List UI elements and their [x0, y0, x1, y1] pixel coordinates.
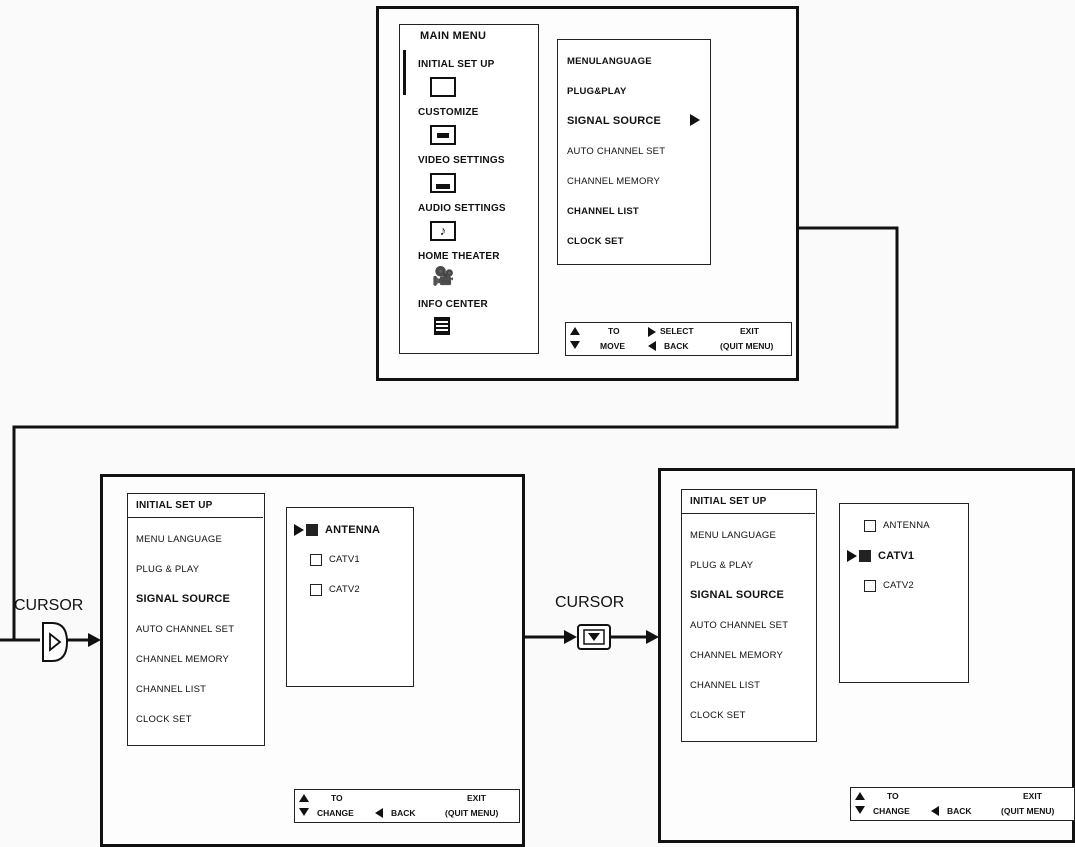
option-catv2-a[interactable]: CATV2	[329, 584, 360, 595]
hint-quit-menu-a: (QUIT MENU)	[445, 808, 499, 818]
signal-options-panel-b: ANTENNA CATV1 CATV2	[839, 503, 969, 683]
option-antenna-a[interactable]: ANTENNA	[325, 524, 381, 536]
menu-item-customize[interactable]: CUSTOMIZE	[418, 107, 479, 118]
submenu-item-plug-play[interactable]: PLUG&PLAY	[567, 86, 627, 97]
submenu-item-channel-list[interactable]: CHANNEL LIST	[567, 206, 639, 217]
checkbox-catv2-b[interactable]	[864, 580, 876, 592]
panel-title-a: INITIAL SET UP	[128, 494, 263, 518]
scroll-indicator[interactable]	[403, 50, 406, 95]
down-arrow-icon	[299, 808, 309, 816]
item-signal-source-b[interactable]: SIGNAL SOURCE	[690, 589, 785, 601]
back-arrow-icon	[648, 341, 656, 351]
hint-back: BACK	[664, 341, 689, 351]
up-down-arrow-icon	[570, 327, 580, 335]
item-plug-play-a[interactable]: PLUG & PLAY	[136, 564, 200, 575]
checkbox-catv2-a[interactable]	[310, 584, 322, 596]
signal-source-screen-antenna: INITIAL SET UP MENU LANGUAGE PLUG & PLAY…	[100, 474, 525, 847]
camera-icon: 🎥	[432, 266, 455, 286]
hint-to: TO	[608, 326, 620, 336]
option-catv1-a[interactable]: CATV1	[329, 554, 360, 565]
cursor-down-button-icon[interactable]	[576, 623, 612, 651]
hint-exit-b: EXIT	[1023, 791, 1042, 801]
hint-change-a: CHANGE	[317, 808, 354, 818]
item-channel-list-b[interactable]: CHANNEL LIST	[690, 680, 761, 691]
checkbox-antenna-b[interactable]	[864, 520, 876, 532]
submenu-item-signal-source[interactable]: SIGNAL SOURCE	[567, 115, 662, 127]
main-menu-left-panel: MAIN MENU INITIAL SET UP CUSTOMIZE VIDEO…	[399, 24, 539, 354]
checkbox-catv1-a[interactable]	[310, 554, 322, 566]
selection-arrow-icon	[690, 114, 700, 126]
hint-back-b: BACK	[947, 806, 972, 816]
panel-title-b: INITIAL SET UP	[682, 490, 815, 514]
submenu-item-auto-channel-set[interactable]: AUTO CHANNEL SET	[567, 146, 666, 157]
down-arrow-icon	[570, 341, 580, 349]
item-channel-memory-b[interactable]: CHANNEL MEMORY	[690, 650, 784, 661]
item-signal-source-a[interactable]: SIGNAL SOURCE	[136, 593, 231, 605]
hint-move: MOVE	[600, 341, 626, 351]
item-auto-channel-set-b[interactable]: AUTO CHANNEL SET	[690, 620, 789, 631]
selection-arrow-icon	[294, 524, 304, 536]
initial-setup-panel-a: INITIAL SET UP MENU LANGUAGE PLUG & PLAY…	[127, 493, 265, 746]
hint-exit: EXIT	[740, 326, 759, 336]
music-note-icon: ♪	[430, 221, 456, 241]
item-auto-channel-set-a[interactable]: AUTO CHANNEL SET	[136, 624, 235, 635]
item-clock-set-b[interactable]: CLOCK SET	[690, 710, 746, 721]
item-clock-set-a[interactable]: CLOCK SET	[136, 714, 192, 725]
up-arrow-icon	[299, 794, 309, 802]
hint-exit-a: EXIT	[467, 793, 486, 803]
cursor-down-label: CURSOR	[555, 594, 625, 611]
back-arrow-icon	[931, 806, 939, 816]
control-hints-b: TO CHANGE BACK EXIT (QUIT MENU)	[850, 787, 1075, 821]
picture-icon	[430, 173, 456, 193]
item-channel-memory-a[interactable]: CHANNEL MEMORY	[136, 654, 230, 665]
hint-back-a: BACK	[391, 808, 416, 818]
item-channel-list-a[interactable]: CHANNEL LIST	[136, 684, 207, 695]
info-book-icon	[434, 317, 450, 335]
main-menu-screen: MAIN MENU INITIAL SET UP CUSTOMIZE VIDEO…	[376, 6, 799, 381]
option-catv2-b[interactable]: CATV2	[883, 580, 914, 591]
menu-item-home-theater[interactable]: HOME THEATER	[418, 251, 500, 262]
checkbox-antenna-a[interactable]	[306, 524, 318, 536]
submenu-item-menu-language[interactable]: MENULANGUAGE	[567, 56, 652, 67]
menu-item-initial-set-up[interactable]: INITIAL SET UP	[418, 59, 495, 70]
cursor-right-button-icon[interactable]	[40, 620, 70, 664]
submenu-item-clock-set[interactable]: CLOCK SET	[567, 236, 624, 247]
submenu-item-channel-memory[interactable]: CHANNEL MEMORY	[567, 176, 661, 187]
checkbox-catv1-b[interactable]	[859, 550, 871, 562]
hint-quit-menu: (QUIT MENU)	[720, 341, 774, 351]
initial-setup-panel-b: INITIAL SET UP MENU LANGUAGE PLUG & PLAY…	[681, 489, 817, 742]
main-menu-title: MAIN MENU	[420, 30, 487, 42]
hint-select: SELECT	[660, 326, 694, 336]
tv-setup-icon	[430, 77, 456, 97]
hint-to-b: TO	[887, 791, 899, 801]
item-menu-language-b[interactable]: MENU LANGUAGE	[690, 530, 777, 541]
item-menu-language-a[interactable]: MENU LANGUAGE	[136, 534, 223, 545]
hint-quit-menu-b: (QUIT MENU)	[1001, 806, 1055, 816]
down-arrow-icon	[855, 806, 865, 814]
signal-options-panel-a: ANTENNA CATV1 CATV2	[286, 507, 414, 687]
control-hints-a: TO CHANGE BACK EXIT (QUIT MENU)	[294, 789, 520, 823]
option-antenna-b[interactable]: ANTENNA	[883, 520, 930, 531]
main-menu-control-hints: TO MOVE SELECT BACK EXIT (QUIT MENU)	[565, 322, 792, 356]
menu-item-audio-settings[interactable]: AUDIO SETTINGS	[418, 203, 506, 214]
cursor-right-label: CURSOR	[14, 597, 84, 614]
hint-to-a: TO	[331, 793, 343, 803]
back-arrow-icon	[375, 808, 383, 818]
initial-setup-submenu: MENULANGUAGE PLUG&PLAY SIGNAL SOURCE AUT…	[557, 39, 711, 265]
menu-item-info-center[interactable]: INFO CENTER	[418, 299, 488, 310]
item-plug-play-b[interactable]: PLUG & PLAY	[690, 560, 754, 571]
selection-arrow-icon	[847, 550, 857, 562]
hint-change-b: CHANGE	[873, 806, 910, 816]
key-icon	[430, 125, 456, 145]
option-catv1-b[interactable]: CATV1	[878, 550, 915, 562]
menu-item-video-settings[interactable]: VIDEO SETTINGS	[418, 155, 505, 166]
up-arrow-icon	[855, 792, 865, 800]
select-arrow-icon	[648, 327, 656, 337]
signal-source-screen-catv1: INITIAL SET UP MENU LANGUAGE PLUG & PLAY…	[658, 468, 1075, 843]
